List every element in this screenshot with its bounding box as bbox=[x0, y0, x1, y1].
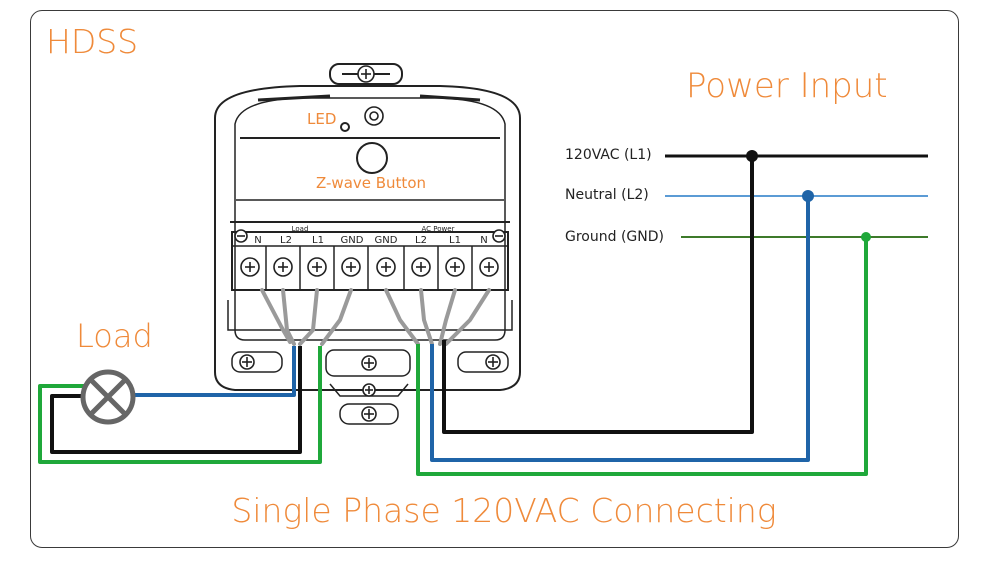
terminal-label: GND bbox=[375, 235, 398, 246]
terminal-screw-icon bbox=[240, 257, 260, 277]
screw-icon bbox=[357, 65, 375, 83]
terminal-screw-icon bbox=[479, 257, 499, 277]
terminal-screw-icon bbox=[273, 257, 293, 277]
screw-icon bbox=[239, 354, 255, 370]
ground-line-label: Ground (GND) bbox=[565, 229, 664, 245]
ground-wire bbox=[416, 237, 868, 476]
terminal-screw-icon bbox=[411, 257, 431, 277]
load-ground-wire bbox=[38, 346, 322, 464]
neutral-wire bbox=[430, 196, 810, 462]
screw-icon bbox=[485, 354, 501, 370]
terminal-label: L2 bbox=[415, 235, 427, 246]
terminal-label: N bbox=[254, 235, 261, 246]
terminal-block bbox=[231, 231, 509, 291]
load-label: Load bbox=[76, 317, 153, 355]
screw-icon bbox=[234, 229, 248, 243]
bottom-left-mount bbox=[231, 351, 283, 373]
load-line-wire bbox=[50, 346, 302, 454]
junctions bbox=[746, 150, 871, 242]
device-inner-housing bbox=[234, 97, 506, 341]
ground-junction bbox=[861, 232, 871, 242]
diagram-frame bbox=[30, 10, 959, 548]
terminal-label: N bbox=[480, 235, 487, 246]
lamp-load-icon bbox=[80, 369, 136, 425]
l1-wire bbox=[442, 156, 754, 434]
screw-icon bbox=[361, 406, 377, 422]
led-icon bbox=[340, 122, 350, 132]
terminal-label: GND bbox=[341, 235, 364, 246]
power-lines bbox=[665, 154, 928, 238]
bottom-right-mount bbox=[457, 351, 509, 373]
button-icon[interactable] bbox=[356, 142, 388, 174]
terminal-label: L2 bbox=[280, 235, 292, 246]
screw-icon bbox=[364, 106, 384, 126]
screw-icons bbox=[234, 65, 506, 422]
zwave-button-label: Z-wave Button bbox=[316, 174, 427, 192]
load-neutral-wire bbox=[134, 346, 296, 397]
terminal-screws bbox=[240, 257, 499, 277]
bottom-tab bbox=[339, 403, 399, 425]
screw-icon bbox=[362, 383, 376, 397]
screw-icon bbox=[361, 355, 377, 371]
terminal-screw-icon bbox=[376, 257, 396, 277]
terminal-label: L1 bbox=[312, 235, 324, 246]
terminal-label: L1 bbox=[449, 235, 461, 246]
terminal-leads bbox=[260, 288, 491, 346]
l1-line-label: 120VAC (L1) bbox=[565, 147, 652, 163]
screw-icon bbox=[492, 229, 506, 243]
load-group-label: Load bbox=[292, 225, 309, 233]
led-label: LED bbox=[307, 110, 337, 128]
terminal-screw-icon bbox=[341, 257, 361, 277]
neutral-line-label: Neutral (L2) bbox=[565, 187, 649, 203]
device-base bbox=[227, 300, 513, 331]
terminal-screw-icon bbox=[445, 257, 465, 277]
neutral-junction bbox=[802, 190, 814, 202]
ac-power-group-label: AC Power bbox=[422, 225, 455, 233]
power-input-label: Power Input bbox=[686, 66, 888, 106]
field-wiring bbox=[38, 156, 868, 476]
l1-junction bbox=[746, 150, 758, 162]
top-mount-tab bbox=[329, 63, 403, 85]
terminal-screw-icon bbox=[307, 257, 327, 277]
diagram-caption: Single Phase 120VAC Connecting bbox=[231, 491, 777, 530]
device-outer-housing bbox=[214, 85, 521, 391]
bottom-center-mount bbox=[325, 349, 411, 377]
diagram-title: HDSS bbox=[46, 22, 139, 61]
